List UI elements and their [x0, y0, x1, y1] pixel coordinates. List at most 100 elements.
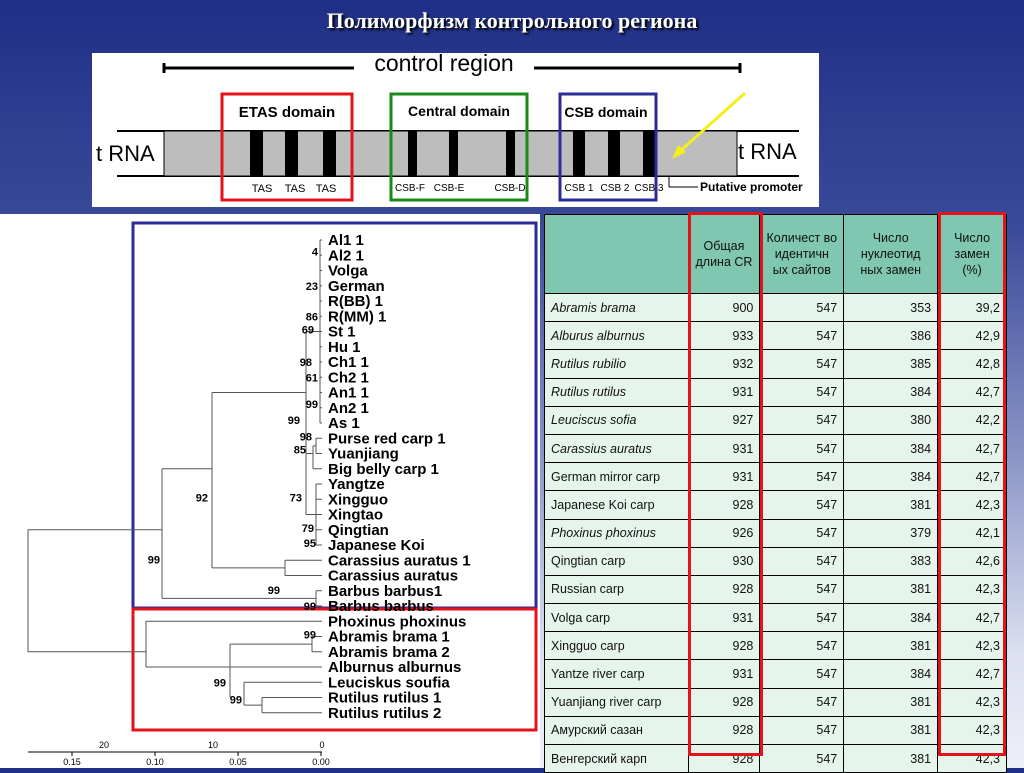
csb-domain-box: [558, 92, 658, 202]
pct-cell: 42,3: [937, 743, 1007, 773]
length-cell: 928: [687, 687, 761, 717]
central-block: [506, 131, 515, 176]
identical-cell: 547: [759, 405, 845, 435]
identical-cell: 547: [759, 490, 845, 520]
pct-cell: 42,7: [937, 377, 1007, 407]
species-cell: Japanese Koi carp: [544, 490, 689, 520]
length-cell: 932: [687, 349, 761, 379]
csb-block: [573, 131, 585, 176]
identical-cell: 547: [759, 349, 845, 379]
scale-top-label: 0: [319, 740, 324, 750]
scale-bottom-label: 0.10: [146, 757, 164, 767]
bootstrap-value: 98: [300, 357, 312, 369]
length-cell: 931: [687, 462, 761, 492]
subs-cell: 381: [843, 574, 939, 605]
scale-top-label: 20: [99, 740, 109, 750]
identical-cell: 547: [759, 518, 845, 548]
tas-label: TAS: [285, 183, 306, 195]
length-cell: 926: [687, 518, 761, 548]
control-region-diagram: control region t RNA t RNA ETAS domain C…: [92, 50, 819, 207]
identical-cell: 547: [759, 433, 845, 464]
pct-cell: 42,8: [937, 349, 1007, 379]
taxon-label: Big belly carp 1: [328, 461, 439, 478]
pct-cell: 42,3: [937, 490, 1007, 520]
table-header-row: Общая длина CR Количест во идентичн ых с…: [544, 214, 1007, 294]
bootstrap-value: 99: [288, 415, 300, 427]
pct-cell: 42,1: [937, 518, 1007, 548]
taxon-label: As 1: [328, 415, 360, 432]
central-label: CSB-F: [395, 183, 425, 194]
subs-cell: 383: [843, 546, 939, 576]
length-cell: 931: [687, 603, 761, 633]
taxon-label: Alburnus alburnus: [328, 659, 461, 676]
species-cell: Alburus alburnus: [544, 321, 689, 351]
identical-cell: 547: [759, 631, 845, 661]
arrow-head-icon: [672, 145, 686, 159]
table-header-subs: Число нуклеотид ных замен: [843, 214, 939, 294]
taxon-label: Barbus barbus: [328, 598, 434, 615]
bootstrap-value: 99: [304, 601, 316, 613]
length-cell: 933: [687, 321, 761, 351]
subs-cell: 380: [843, 405, 939, 435]
taxon-label: An2 1: [328, 400, 369, 417]
bootstrap-value: 99: [306, 399, 318, 411]
pct-cell: 42,2: [937, 405, 1007, 435]
pct-cell: 42,3: [937, 715, 1007, 746]
slide-title: Полиморфизм контрольного региона: [326, 8, 698, 33]
tas-label: TAS: [316, 183, 337, 195]
identical-cell: 547: [759, 462, 845, 492]
bootstrap-value: 99: [148, 554, 160, 566]
identical-cell: 547: [759, 687, 845, 717]
table-header-identical: Количест во идентичн ых сайтов: [759, 214, 845, 294]
species-cell: Phoxinus phoxinus: [544, 518, 689, 548]
central-label: CSB-E: [434, 183, 465, 194]
length-cell: 931: [687, 433, 761, 464]
length-cell: 931: [687, 377, 761, 407]
table-header-pct: Число замен (%): [937, 214, 1007, 294]
species-cell: Russian carp: [544, 574, 689, 605]
taxon-label: R(MM) 1: [328, 308, 386, 325]
taxon-label: Qingtian: [328, 522, 389, 539]
species-cell: Volga carp: [544, 603, 689, 633]
species-cell: Rutilus rutilus: [544, 377, 689, 407]
species-cell: Abramis brama: [544, 292, 689, 323]
bootstrap-value: 98: [300, 431, 312, 443]
taxon-label: Purse red carp 1: [328, 430, 446, 447]
trna-right-label: t RNA: [738, 139, 797, 164]
central-label: CSB-D: [494, 183, 525, 194]
taxon-label: R(BB) 1: [328, 293, 383, 310]
taxon-label: German: [328, 278, 385, 295]
taxon-label: Ch2 1: [328, 369, 369, 386]
bootstrap-value: 99: [214, 677, 226, 689]
central-domain-box: [389, 92, 529, 202]
tas-block: [285, 131, 298, 176]
taxon-label: Phoxinus phoxinus: [328, 613, 466, 630]
trna-left-label: t RNA: [96, 141, 155, 166]
identical-cell: 547: [759, 574, 845, 605]
taxon-label: Yuanjiang: [328, 446, 399, 463]
length-cell: 930: [687, 546, 761, 576]
bootstrap-value: 69: [302, 325, 314, 337]
subs-cell: 386: [843, 321, 939, 351]
species-cell: Xingguo carp: [544, 631, 689, 661]
taxon-label: Japanese Koi: [328, 537, 425, 554]
taxon-label: Abramis brama 2: [328, 644, 450, 661]
bootstrap-value: 4: [312, 246, 319, 258]
species-cell: Carassius auratus: [544, 433, 689, 464]
taxon-label: Al2 1: [328, 247, 364, 264]
taxon-label: Xingguo: [328, 491, 388, 508]
species-cell: Венгерский карп: [544, 743, 689, 773]
tas-block: [250, 131, 263, 176]
scale-bottom-label: 0.15: [63, 757, 81, 767]
bootstrap-value: 86: [306, 311, 318, 323]
length-cell: 931: [687, 659, 761, 689]
